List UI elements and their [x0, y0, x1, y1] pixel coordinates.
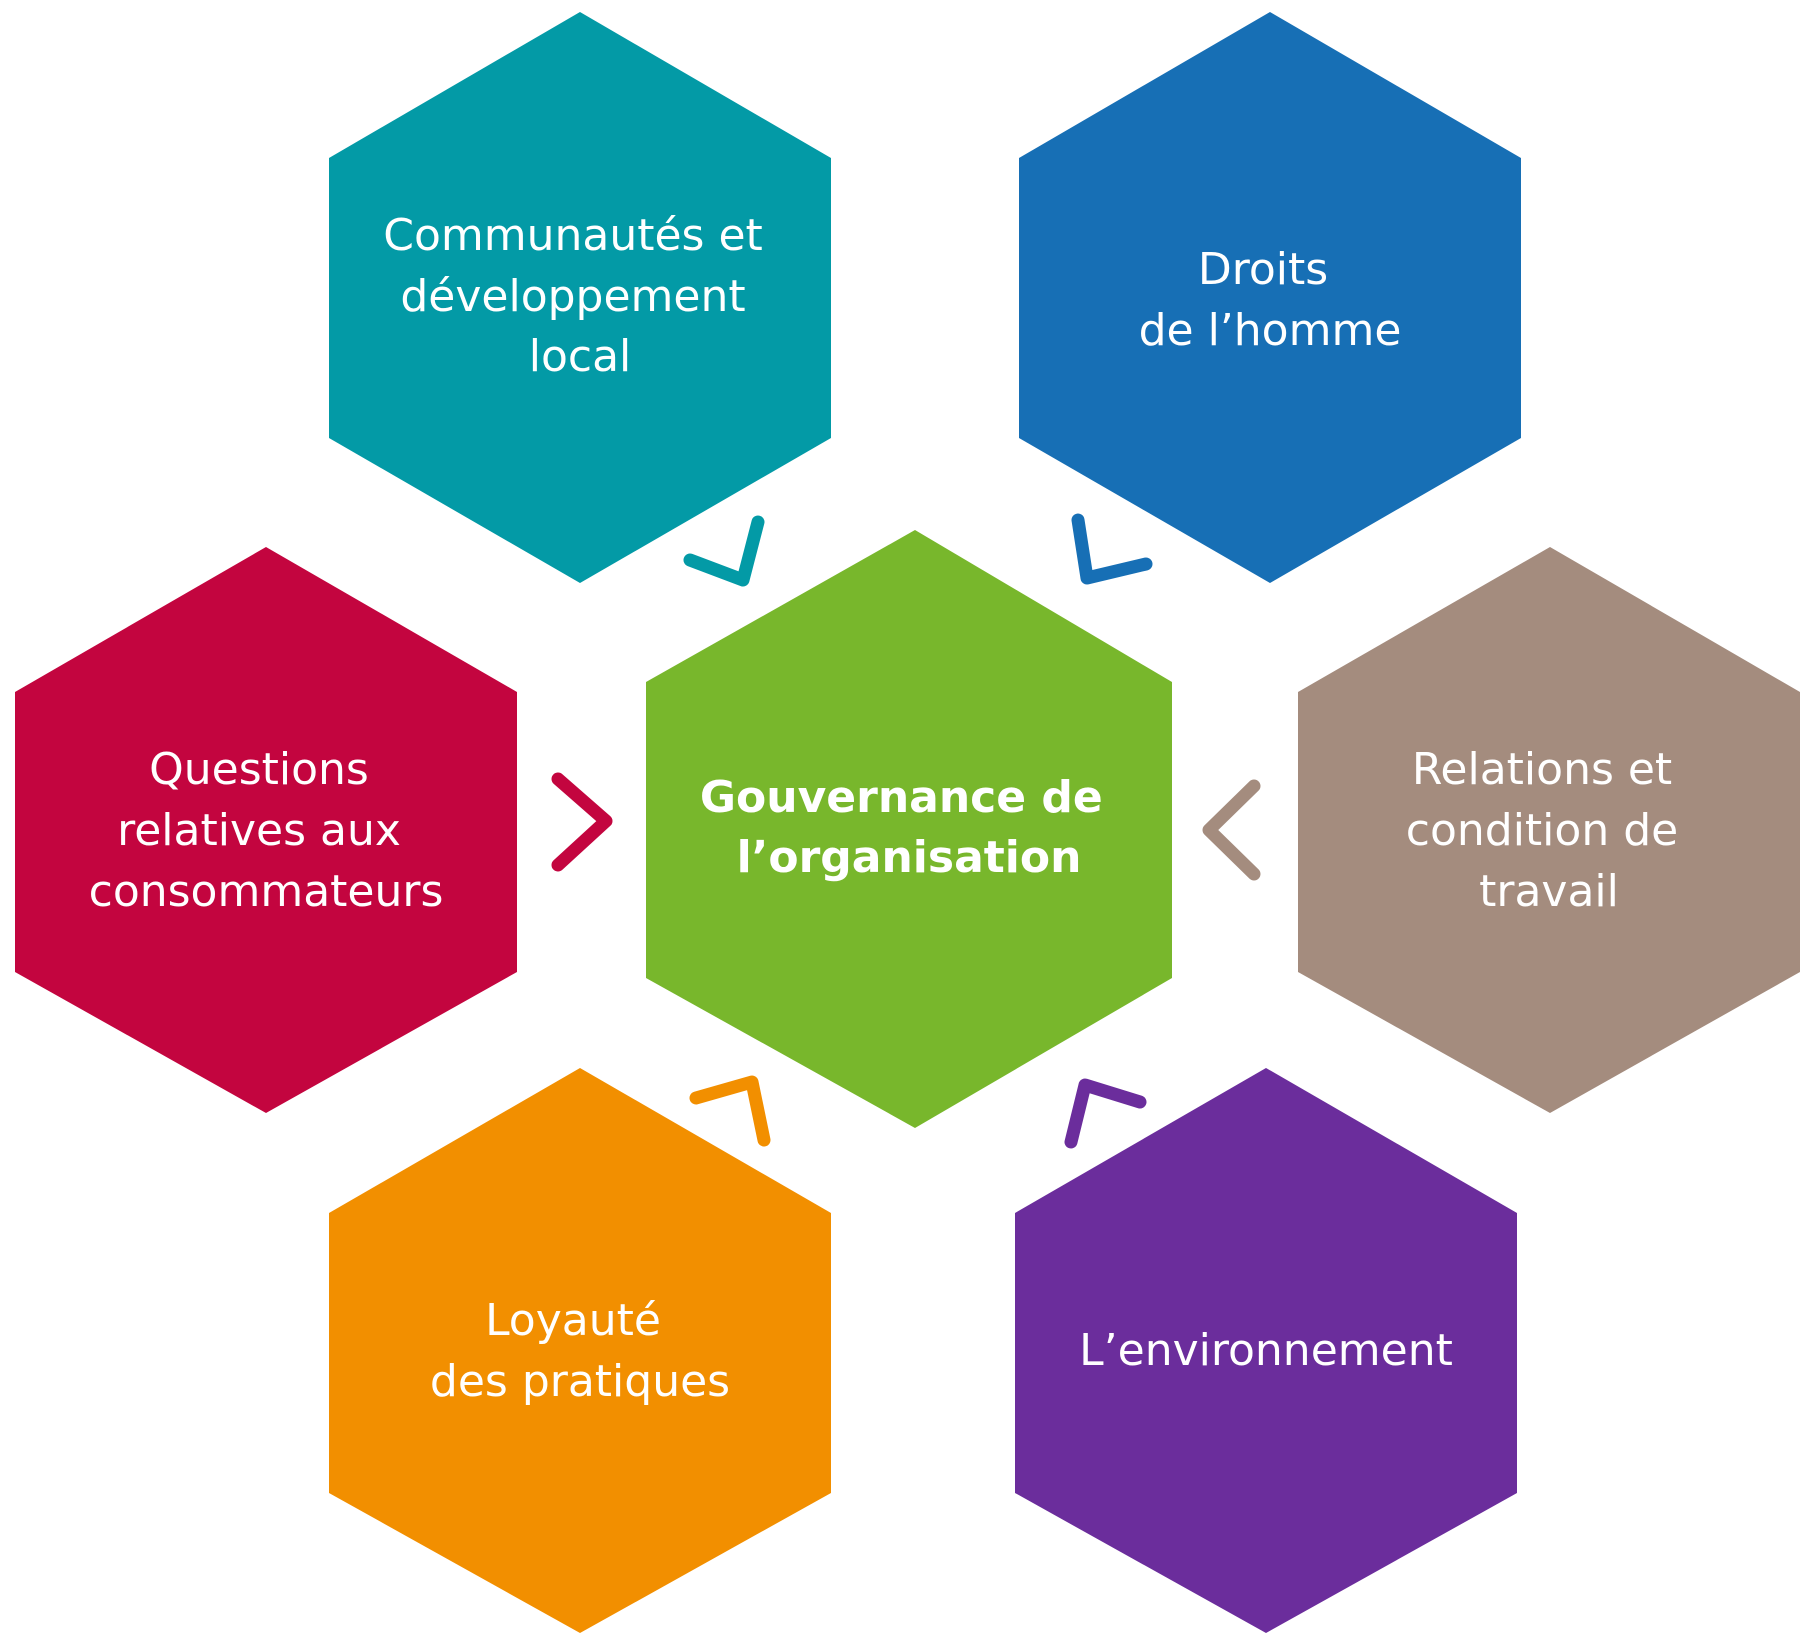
- hex-environnement: L’environnement: [1015, 1068, 1517, 1633]
- hex-shape-loyaute: [329, 1068, 831, 1633]
- hex-communautes: Communautés et développement local: [329, 12, 831, 583]
- hex-shape-environnement: [1015, 1068, 1517, 1633]
- hex-label-environnement: L’environnement: [1079, 1325, 1453, 1376]
- hex-questions: Questions relatives aux consommateurs: [15, 547, 517, 1113]
- hex-shape-droits: [1019, 12, 1521, 583]
- hex-loyaute: Loyauté des pratiques: [329, 1068, 831, 1633]
- hex-label-droits: Droits de l’homme: [1139, 244, 1402, 356]
- hex-shape-communautes: [329, 12, 831, 583]
- chevron-left-icon: [1202, 779, 1261, 881]
- chevron-down-left-icon: [1071, 513, 1153, 585]
- chevron-down-right-icon: [683, 515, 765, 587]
- hex-label-loyaute: Loyauté des pratiques: [430, 1295, 730, 1407]
- hex-relations: Relations et condition de travail: [1298, 547, 1800, 1113]
- hex-label-questions: Questions relatives aux consommateurs: [89, 744, 444, 917]
- chevron-up-right-icon: [689, 1075, 771, 1147]
- hex-label-center: Gouvernance de l’organisation: [700, 772, 1118, 883]
- chevron-right-icon: [551, 772, 613, 872]
- hex-shape-questions: [15, 547, 517, 1113]
- hex-droits: Droits de l’homme: [1019, 12, 1521, 583]
- hex-center: Gouvernance de l’organisation: [646, 530, 1172, 1128]
- hex-label-communautes: Communautés et développement local: [383, 210, 777, 382]
- hex-shape-center: [646, 530, 1172, 1128]
- hex-shape-relations: [1298, 547, 1800, 1113]
- chevron-up-left-icon: [1064, 1078, 1147, 1149]
- hex-label-relations: Relations et condition de travail: [1406, 744, 1692, 917]
